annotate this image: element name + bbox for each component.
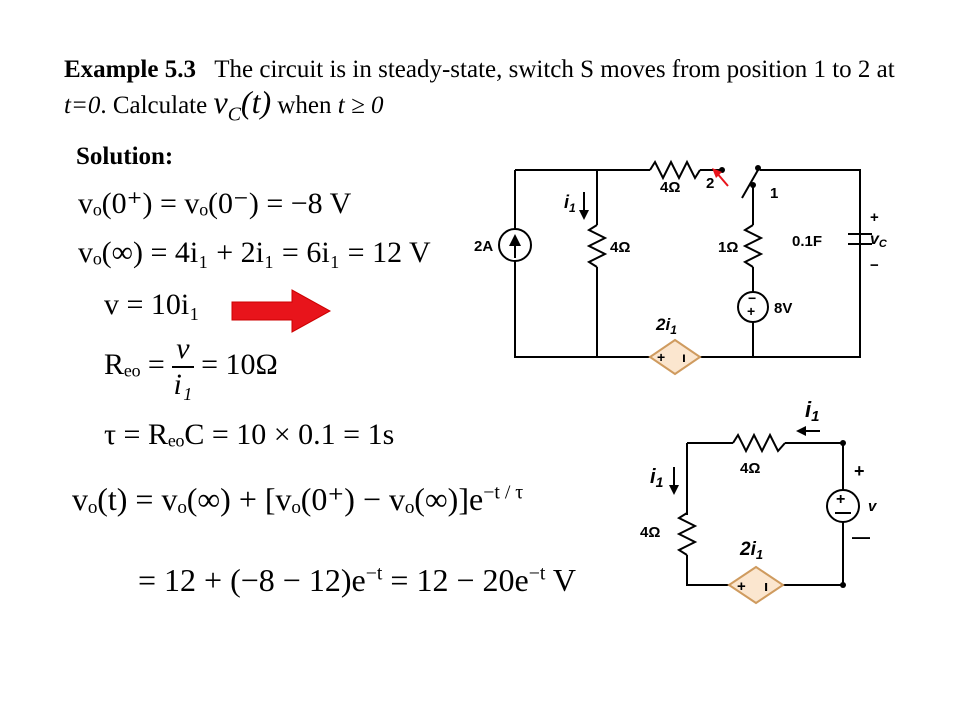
c2-plus: +	[854, 461, 865, 481]
equation-vc-t: vₒ(t) = vₒ(∞) + [vₒ(0⁺) − vₒ(∞)]e−t / τ	[72, 481, 524, 517]
c2-dep-minus: ı	[764, 578, 768, 595]
right-arrow-icon	[231, 289, 332, 333]
equation-vc-initial: vₒ(0⁺) = vₒ(0⁻) = −8 V	[78, 187, 352, 220]
c1-vsrc-minus: −	[748, 290, 756, 306]
c2-src-plus: +	[836, 491, 845, 508]
c1-pos1-label: 1	[770, 185, 778, 202]
c1-vsrc-label: 8V	[774, 300, 792, 317]
c1-minus: −	[870, 257, 879, 274]
c1-pos2-label: 2	[706, 175, 714, 192]
c1-plus: +	[870, 209, 879, 226]
solution-label: Solution:	[76, 143, 174, 170]
c1-vc-label: vC	[870, 231, 888, 250]
equation-v: v = 10i₁	[104, 288, 200, 321]
c2-r-left-label: 4Ω	[640, 524, 660, 541]
c1-i1-label: i1	[564, 192, 576, 215]
time-condition: t ≥ 0	[337, 92, 384, 119]
c2-i1-top-label: i1	[805, 397, 819, 425]
c1-vsrc-plus: +	[747, 303, 755, 319]
c1-r-mid-label: 1Ω	[718, 239, 738, 256]
c2-i1-left-label: i1	[650, 466, 664, 490]
c1-dep-minus: ı	[682, 349, 686, 365]
equation-vc-result: = 12 + (−8 − 12)e−t = 12 − 20e−t V	[138, 562, 576, 598]
problem-statement: Example 5.3 The circuit is in steady-sta…	[64, 54, 914, 130]
c1-source-label: 2A	[474, 238, 493, 255]
when-text: when	[277, 92, 332, 119]
c2-minus: —	[852, 527, 870, 547]
circuit-diagram-1: 4Ω 2 1 i1 2A 4Ω 1Ω 0.1F + vC − − + 8V 2i…	[474, 159, 888, 376]
vc-symbol: vC(t)	[213, 84, 272, 126]
problem-time: t=0	[64, 92, 101, 119]
c2-v-label: v	[868, 498, 878, 515]
c1-dep-label: 2i1	[655, 315, 677, 337]
c1-r-left-label: 4Ω	[610, 239, 630, 256]
c1-dep-plus: +	[657, 349, 665, 365]
c1-cap-label: 0.1F	[792, 233, 822, 250]
problem-text-1: The circuit is in steady-state, switch S…	[214, 56, 895, 83]
equation-vc-final: vₒ(∞) = 4i₁ + 2i₁ = 6i₁ = 12 V	[78, 236, 431, 269]
c2-r-top-label: 4Ω	[740, 460, 760, 477]
example-label: Example 5.3	[64, 56, 196, 83]
equation-tau: τ = RₑₒC = 10 × 0.1 = 1s	[104, 418, 395, 451]
problem-text-2: . Calculate	[100, 92, 208, 119]
circuit-diagram-2: i1 4Ω i1 4Ω + + v — 2i1 + ı	[640, 397, 878, 605]
c2-dep-label: 2i1	[739, 539, 763, 562]
c1-r-top-label: 4Ω	[660, 179, 680, 196]
c2-dep-plus: +	[737, 578, 746, 595]
